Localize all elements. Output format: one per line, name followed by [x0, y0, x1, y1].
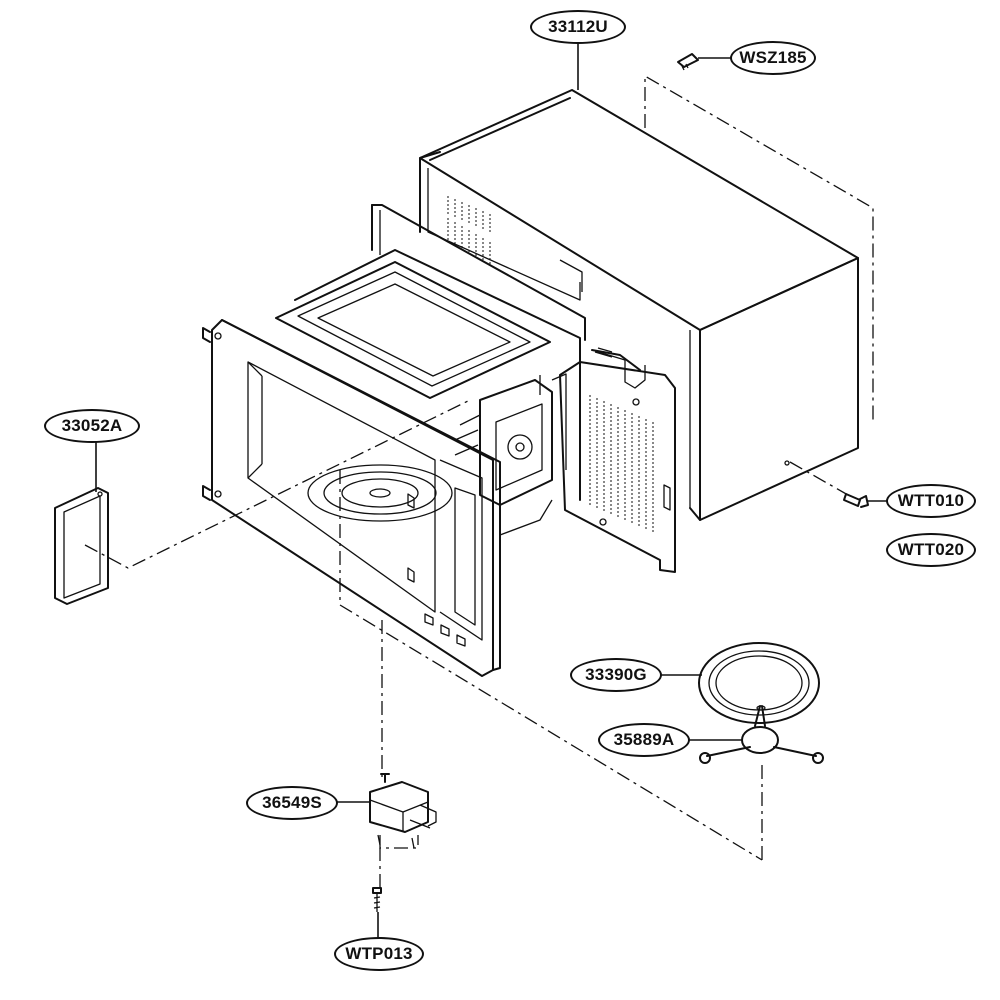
oven-cavity — [202, 204, 676, 677]
cavity-top-panel — [275, 261, 551, 399]
control-side-panel — [559, 347, 676, 573]
screw-wtp013 — [372, 887, 382, 912]
callout-wtt020: WTT020 — [886, 533, 976, 567]
callout-wsz185: WSZ185 — [730, 41, 816, 75]
cavity-front-frame — [202, 319, 501, 677]
magnetron-assembly — [454, 373, 567, 536]
waveguide-cover — [54, 487, 109, 605]
cabinet-vents — [447, 194, 491, 264]
callout-33052a: 33052A — [44, 409, 140, 443]
outer-cabinet — [419, 89, 859, 521]
screw-wtt010 — [843, 493, 869, 508]
callout-wtp013: WTP013 — [334, 937, 424, 971]
callout-33390g: 33390G — [570, 658, 662, 692]
callout-33112u: 33112U — [530, 10, 626, 44]
screw-wsz185 — [677, 53, 699, 71]
cavity-tray-plate — [307, 464, 453, 522]
callout-wtt010: WTT010 — [886, 484, 976, 518]
control-panel-grille — [589, 395, 654, 532]
callout-35889a: 35889A — [598, 723, 690, 757]
callout-36549s: 36549S — [246, 786, 338, 820]
assembly-lines — [84, 74, 874, 888]
turntable-motor — [369, 773, 437, 849]
